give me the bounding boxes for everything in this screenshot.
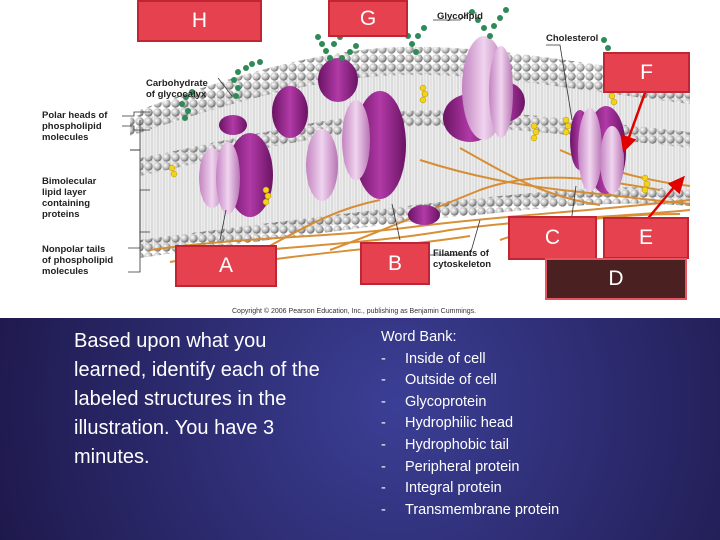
polar-heads-label: Polar heads of phospholipid molecules: [42, 110, 108, 143]
inner-polar-heads: [140, 187, 690, 258]
label-box-b: B: [360, 242, 430, 285]
word-bank-item: -Inside of cell: [381, 350, 486, 367]
filaments-label: Filaments of cytoskeleton: [433, 248, 492, 270]
label-box-h: H: [137, 0, 262, 42]
carbohydrate-label: Carbohydrate of glycocalyx: [146, 78, 208, 100]
word-bank-item: -Transmembrane protein: [381, 501, 560, 518]
label-box-c: C: [508, 216, 597, 260]
label-box-a: A: [175, 245, 277, 287]
word-bank-item: -Peripheral protein: [381, 458, 520, 475]
nonpolar-tails-label: Nonpolar tails of phospholipid molecules: [42, 244, 114, 277]
copyright-text: Copyright © 2006 Pearson Education, Inc.…: [232, 308, 477, 315]
label-box-d: D: [545, 258, 687, 300]
outer-membrane-surface: [140, 46, 690, 122]
word-bank-item: -Glycoprotein: [381, 393, 487, 410]
bimolecular-layer-label: Bimolecular lipid layer containing prote…: [42, 176, 97, 220]
word-bank-item: -Outside of cell: [381, 372, 497, 389]
label-box-f: F: [603, 52, 690, 93]
word-bank-title: Word Bank:: [381, 329, 457, 345]
glycolipid-label: Glycolipid: [437, 11, 483, 22]
membrane-illustration: [122, 7, 691, 273]
instructions-text: Based upon what you learned, identify ea…: [74, 330, 320, 468]
cholesterol-label: Cholesterol: [546, 33, 599, 44]
label-box-g: G: [328, 0, 408, 37]
membrane-figure: Glycolipid Cholesterol Carbohydrate of g…: [42, 7, 691, 315]
carbohydrate-chains: [179, 7, 619, 121]
word-bank-list: -Inside of cell -Outside of cell -Glycop…: [381, 349, 559, 522]
word-bank-item: -Hydrophobic tail: [381, 436, 509, 453]
word-bank: Word Bank: -Inside of cell -Outside of c…: [381, 327, 559, 521]
word-bank-item: -Integral protein: [381, 480, 502, 497]
label-box-e: E: [603, 217, 689, 259]
light-proteins: [199, 36, 624, 214]
cholesterol-molecules: [168, 84, 651, 206]
inner-polar-heads-mid: [140, 110, 690, 176]
word-bank-item: -Hydrophilic head: [381, 415, 514, 432]
